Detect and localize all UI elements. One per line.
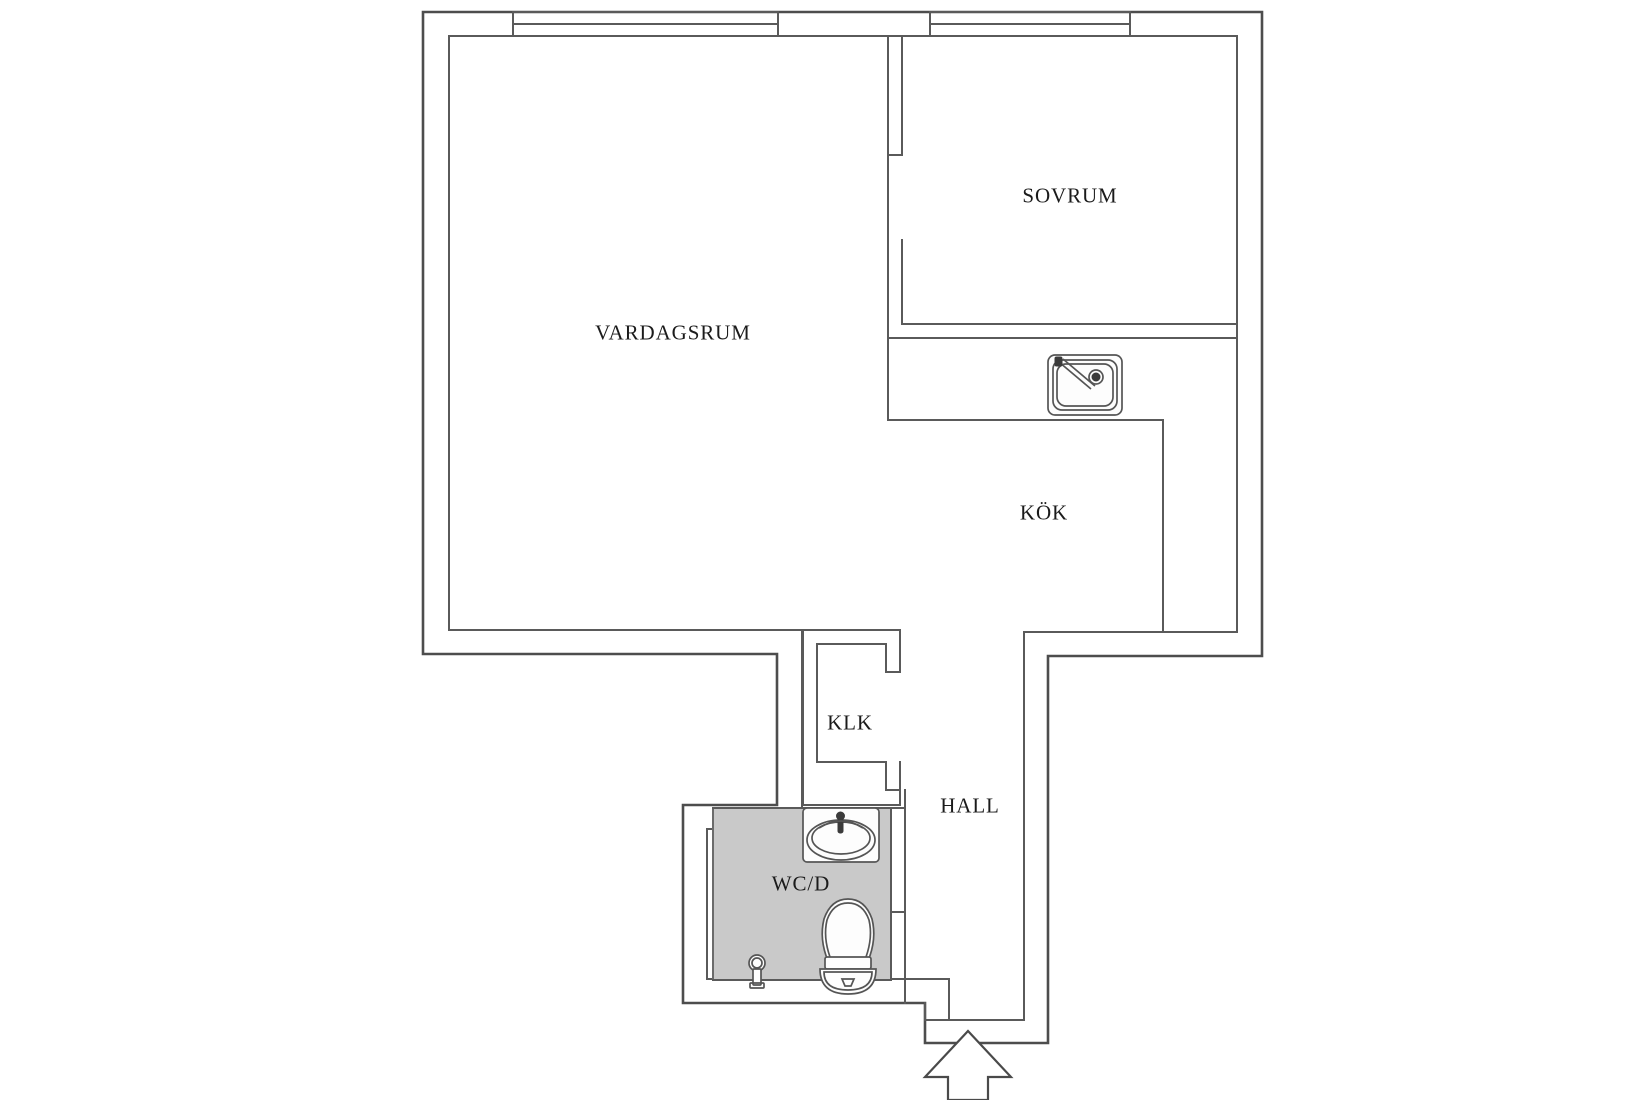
entrance-arrow xyxy=(922,1029,1014,1100)
window-group xyxy=(512,11,1131,37)
partition-wc-right-lower xyxy=(890,911,906,1004)
room-label-vardagsrum: VARDAGSRUM xyxy=(595,320,751,345)
room-label-kok: KÖK xyxy=(1019,500,1069,525)
kitchen-sink-icon xyxy=(1047,354,1123,416)
floor-drain-icon xyxy=(748,954,766,989)
bathroom-sink-icon xyxy=(802,807,880,863)
room-label-hall: HALL xyxy=(940,793,1000,818)
partition-klk xyxy=(802,629,901,806)
room-label-sovrum: SOVRUM xyxy=(1022,183,1118,208)
toilet-icon xyxy=(819,898,877,995)
room-label-wc: WC/D xyxy=(771,871,831,896)
partition-vardagsrum-sovrum xyxy=(887,35,903,156)
kitchen-counter-edge xyxy=(887,419,1164,631)
hall-entry-step xyxy=(924,1002,1025,1021)
room-label-klk: KLK xyxy=(827,710,873,735)
partition-sovrum-kok-inner xyxy=(901,239,1238,325)
